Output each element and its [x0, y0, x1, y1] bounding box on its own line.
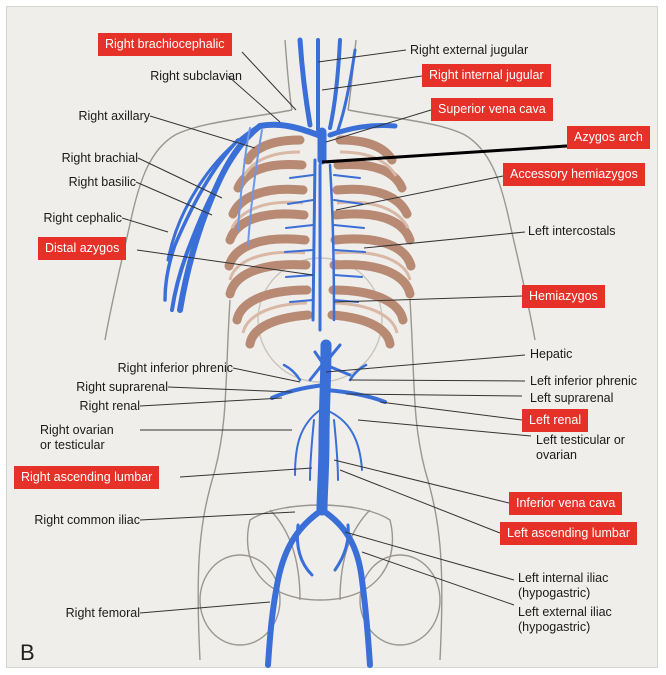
label-left-suprarenal: Left suprarenal — [530, 391, 613, 406]
label-right-internal-jugular: Right internal jugular — [422, 64, 551, 87]
label-left-internal-iliac: Left internal iliac (hypogastric) — [518, 571, 608, 601]
label-left-inferior-phrenic: Left inferior phrenic — [530, 374, 637, 389]
label-right-ascending-lumbar: Right ascending lumbar — [14, 466, 159, 489]
label-right-inferior-phrenic: Right inferior phrenic — [118, 361, 233, 376]
label-inferior-vena-cava: Inferior vena cava — [509, 492, 622, 515]
label-right-basilic: Right basilic — [69, 175, 136, 190]
label-right-external-jugular: Right external jugular — [410, 43, 528, 58]
label-right-subclavian: Right subclavian — [150, 69, 242, 84]
label-azygos-arch: Azygos arch — [567, 126, 650, 149]
label-right-ovarian-testicular: Right ovarian or testicular — [40, 423, 114, 453]
vein-network — [165, 40, 395, 665]
label-accessory-hemiazygos: Accessory hemiazygos — [503, 163, 645, 186]
label-right-femoral: Right femoral — [66, 606, 140, 621]
label-superior-vena-cava: Superior vena cava — [431, 98, 553, 121]
label-right-renal: Right renal — [80, 399, 140, 414]
label-left-intercostals: Left intercostals — [528, 224, 616, 239]
label-left-testicular-ovarian: Left testicular or ovarian — [536, 433, 625, 463]
label-distal-azygos: Distal azygos — [38, 237, 126, 260]
label-left-external-iliac: Left external iliac (hypogastric) — [518, 605, 612, 635]
label-right-suprarenal: Right suprarenal — [76, 380, 168, 395]
label-hemiazygos: Hemiazygos — [522, 285, 605, 308]
label-right-common-iliac: Right common iliac — [34, 513, 140, 528]
label-right-cephalic: Right cephalic — [43, 211, 122, 226]
label-left-renal: Left renal — [522, 409, 588, 432]
panel-letter: B — [20, 640, 35, 666]
label-hepatic: Hepatic — [530, 347, 572, 362]
label-right-brachiocephalic: Right brachiocephalic — [98, 33, 232, 56]
label-left-ascending-lumbar: Left ascending lumbar — [500, 522, 637, 545]
label-right-axillary: Right axillary — [78, 109, 150, 124]
label-right-brachial: Right brachial — [62, 151, 138, 166]
